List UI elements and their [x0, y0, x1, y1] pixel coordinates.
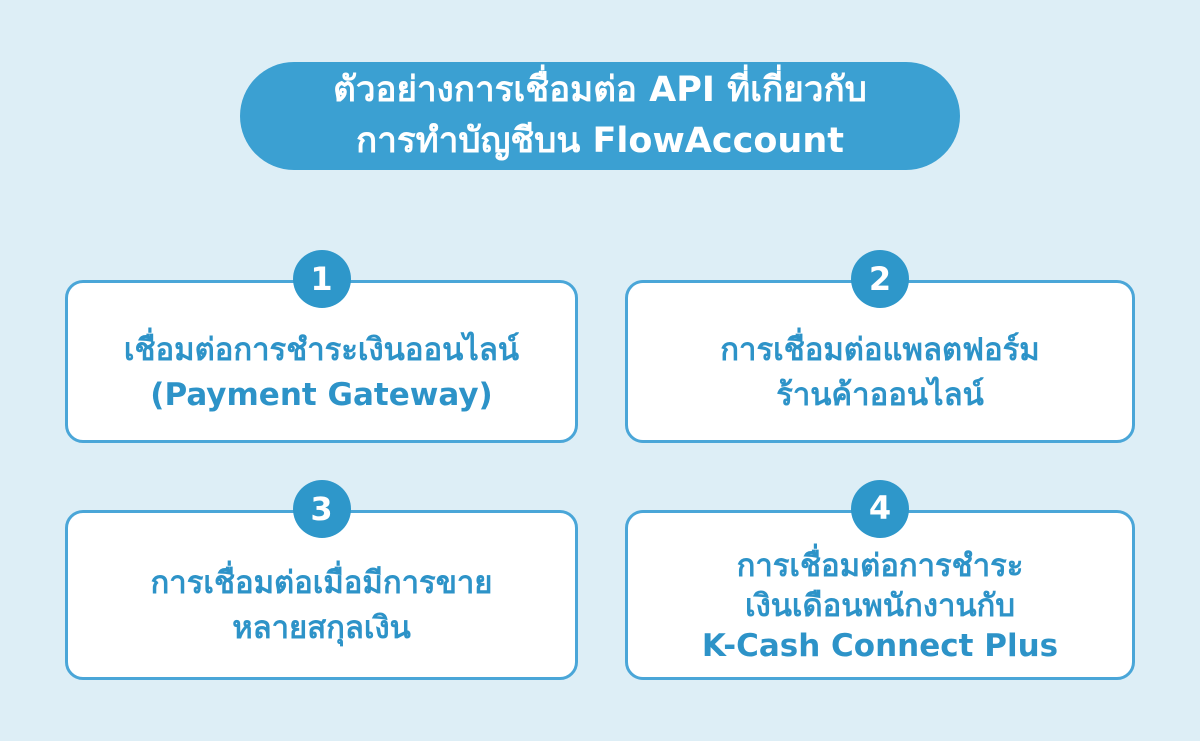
card-1-number-badge: 1	[292, 250, 351, 308]
card-2-number-badge: 2	[851, 250, 909, 308]
card-1-line-1: เชื่อมต่อการชำระเงินออนไลน์	[123, 331, 520, 368]
card-3-number-badge: 3	[292, 480, 351, 538]
card-3-line-2: หลายสกุลเงิน	[232, 610, 411, 646]
card-4-line-3: K-Cash Connect Plus	[701, 628, 1059, 665]
title-line-1: ตัวอย่างการเชื่อมต่อ API ที่เกี่ยวกับ	[333, 70, 867, 111]
card-2-line-1: การเชื่อมต่อแพลตฟอร์ม	[720, 331, 1040, 368]
card-4-number-badge: 4	[851, 480, 909, 538]
card-online-store-platform: 2 การเชื่อมต่อแพลตฟอร์ม ร้านค้าออนไลน์	[625, 250, 1135, 443]
card-3-line-1: การเชื่อมต่อเมื่อมีการขาย	[150, 565, 493, 602]
card-payment-gateway: 1 เชื่อมต่อการชำระเงินออนไลน์ (Payment G…	[65, 250, 578, 443]
title-banner: ตัวอย่างการเชื่อมต่อ API ที่เกี่ยวกับ กา…	[240, 62, 960, 170]
card-4-line-1: การเชื่อมต่อการชำระ	[736, 547, 1024, 584]
card-multi-currency-sales: 3 การเชื่อมต่อเมื่อมีการขาย หลายสกุลเงิน	[65, 480, 578, 680]
card-4-line-2: เงินเดือนพนักงานกับ	[744, 587, 1016, 624]
card-payroll-kcash-connect: 4 การเชื่อมต่อการชำระ เงินเดือนพนักงานกั…	[625, 480, 1135, 680]
card-2-line-2: ร้านค้าออนไลน์	[776, 376, 984, 413]
card-1-line-2: (Payment Gateway)	[150, 376, 493, 413]
title-line-2: การทำบัญชีบน FlowAccount	[356, 121, 844, 161]
